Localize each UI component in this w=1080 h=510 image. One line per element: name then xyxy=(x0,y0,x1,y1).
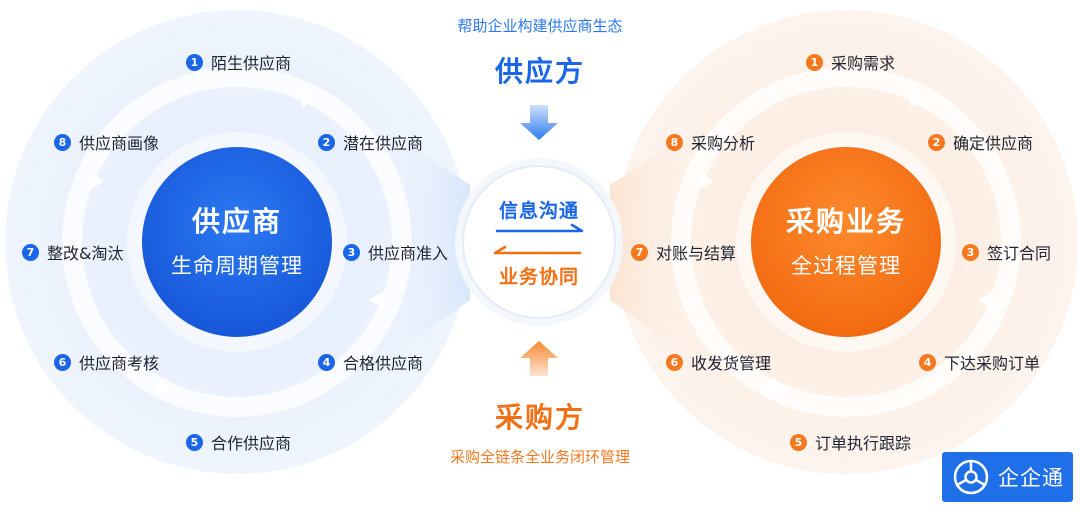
brand-logo[interactable]: 企企通 xyxy=(942,452,1073,502)
step-number-badge: 7 xyxy=(631,243,648,261)
right-step-2: 2 确定供应商 xyxy=(928,130,1033,154)
step-label: 收发货管理 xyxy=(691,354,772,373)
step-label: 采购需求 xyxy=(831,54,896,73)
step-label: 签订合同 xyxy=(987,244,1052,263)
right-step-7: 7 对账与结算 xyxy=(631,240,736,264)
step-number-badge: 1 xyxy=(806,53,823,71)
left-step-6: 6 供应商考核 xyxy=(54,350,159,374)
left-core-circle xyxy=(142,147,332,337)
left-core-title: 供应商 xyxy=(191,205,282,238)
supplier-role-title: 供应方 xyxy=(494,55,585,88)
step-number-badge: 6 xyxy=(666,353,683,371)
brand-name: 企企通 xyxy=(998,466,1064,490)
step-number-badge: 8 xyxy=(54,133,71,151)
right-core-circle xyxy=(751,147,941,337)
step-label: 供应商考核 xyxy=(79,354,160,373)
center-hub xyxy=(462,165,616,319)
buyer-role-title: 采购方 xyxy=(494,401,585,434)
left-step-1: 1 陌生供应商 xyxy=(186,50,291,74)
step-number-badge: 5 xyxy=(790,433,807,451)
step-label: 陌生供应商 xyxy=(211,54,292,73)
step-number-badge: 6 xyxy=(54,353,71,371)
left-core-subtitle: 生命周期管理 xyxy=(171,254,303,278)
down-arrow-icon xyxy=(520,105,558,140)
step-number-badge: 5 xyxy=(186,433,203,451)
step-label: 采购分析 xyxy=(691,134,756,153)
info-communication-label: 信息沟通 xyxy=(498,200,579,222)
procurement-caption: 采购全链条全业务闭环管理 xyxy=(449,448,630,466)
step-number-badge: 7 xyxy=(22,243,39,261)
left-step-5: 5 合作供应商 xyxy=(186,430,291,454)
step-label: 订单执行跟踪 xyxy=(815,434,912,453)
right-ring-arrows xyxy=(697,90,994,395)
left-step-3: 3 供应商准入 xyxy=(343,240,448,264)
business-collaboration-label: 业务协同 xyxy=(498,266,579,288)
right-step-8: 8 采购分析 xyxy=(666,130,755,154)
step-label: 整改&淘汰 xyxy=(47,244,124,263)
right-step-1: 1 采购需求 xyxy=(806,50,895,74)
right-step-5: 5 订单执行跟踪 xyxy=(790,430,911,454)
supplier-ecosystem-caption: 帮助企业构建供应商生态 xyxy=(457,17,623,35)
left-ring-arrows xyxy=(88,90,385,395)
step-number-badge: 4 xyxy=(919,353,936,371)
right-core-text: 采购业务 全过程管理 xyxy=(751,200,941,280)
step-label: 供应商准入 xyxy=(368,244,449,263)
step-label: 潜在供应商 xyxy=(343,134,424,153)
left-cycle-ring xyxy=(62,67,412,417)
left-step-4: 4 合格供应商 xyxy=(318,350,423,374)
step-label: 合作供应商 xyxy=(211,434,292,453)
up-arrow-icon xyxy=(520,341,558,376)
step-label: 对账与结算 xyxy=(656,244,737,263)
left-step-2: 2 潜在供应商 xyxy=(318,130,423,154)
left-core-text: 供应商 生命周期管理 xyxy=(142,200,332,280)
step-number-badge: 3 xyxy=(343,243,360,261)
arrow-left-icon xyxy=(493,245,582,255)
step-number-badge: 8 xyxy=(666,133,683,151)
step-number-badge: 2 xyxy=(318,133,335,151)
right-step-3: 3 签订合同 xyxy=(962,240,1051,264)
step-label: 合格供应商 xyxy=(343,354,424,373)
step-label: 供应商画像 xyxy=(79,134,160,153)
right-core-title: 采购业务 xyxy=(785,205,906,238)
step-label: 确定供应商 xyxy=(953,134,1034,153)
logo-mark-icon xyxy=(953,459,989,495)
left-step-8: 8 供应商画像 xyxy=(54,130,159,154)
right-step-6: 6 收发货管理 xyxy=(666,350,771,374)
right-step-4: 4 下达采购订单 xyxy=(919,350,1040,374)
right-cycle-ring xyxy=(671,67,1021,417)
step-number-badge: 4 xyxy=(318,353,335,371)
step-number-badge: 3 xyxy=(962,243,979,261)
step-number-badge: 1 xyxy=(186,53,203,71)
left-step-7: 7 整改&淘汰 xyxy=(22,240,123,264)
right-core-subtitle: 全过程管理 xyxy=(791,254,901,278)
step-number-badge: 2 xyxy=(928,133,945,151)
step-label: 下达采购订单 xyxy=(944,354,1041,373)
arrow-right-icon xyxy=(495,223,584,233)
